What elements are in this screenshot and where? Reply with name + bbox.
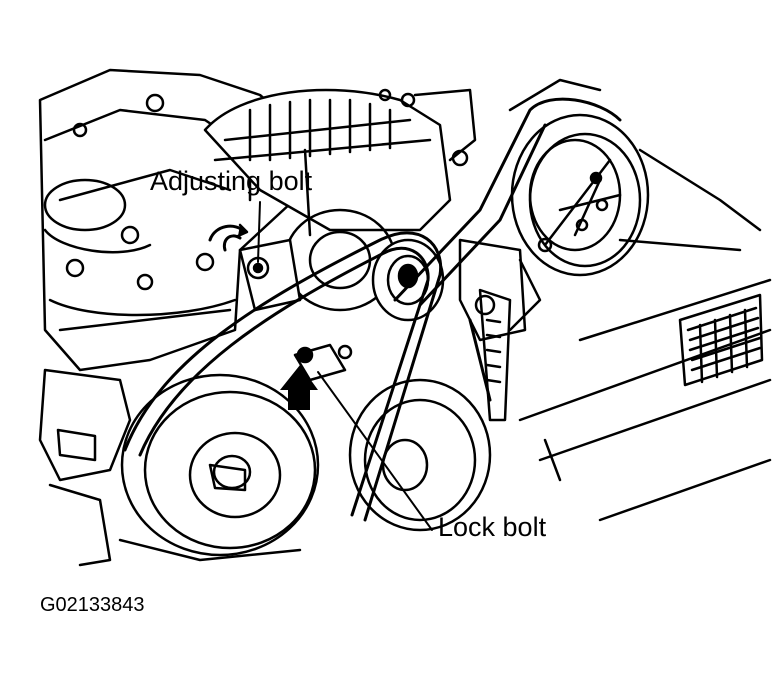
ac-compressor-pulley [508,78,650,332]
crank-housing [38,368,302,567]
lock-bolt-label: Lock bolt [438,512,547,542]
water-pump [458,238,527,422]
adjusting-bolt-leader [257,201,261,263]
radiator [518,148,772,522]
alternator [203,88,477,312]
lock-bolt [293,343,353,382]
crankshaft-pulley [120,373,320,557]
lock-bolt-arrow [280,365,318,410]
drive-belt [123,97,622,522]
figure-code: G02133843 [40,594,145,616]
lock-bolt-leader [317,371,433,531]
adjusting-bolt-label: Adjusting bolt [150,166,313,196]
